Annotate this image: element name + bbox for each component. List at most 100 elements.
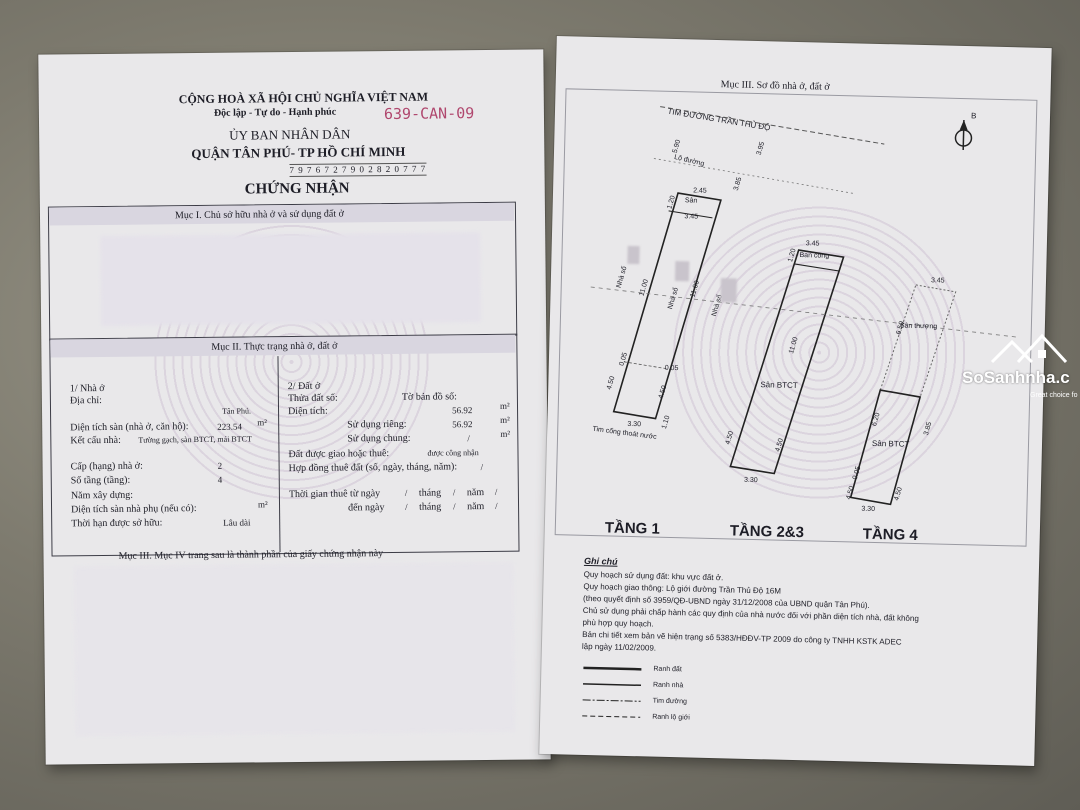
house-number-redacted-3	[720, 278, 737, 303]
shared-use-value: /	[467, 433, 470, 444]
note-line-5: phù hợp quy hoạch.	[582, 617, 654, 629]
dim-bottom-width2: 3.30	[743, 476, 758, 485]
lease-to-year-label: năm	[466, 501, 485, 513]
lease-from-year-slash: /	[494, 486, 498, 497]
house-number-redacted	[627, 245, 640, 265]
lease-time-label: Thời gian thuê từ ngày	[288, 488, 381, 501]
grade-label: Cấp (hạng) nhà ở:	[70, 460, 143, 473]
dim-top-width: 2.45	[693, 187, 707, 195]
floor-area-value: 223.54	[217, 421, 243, 432]
note-line-7: lập ngày 11/02/2009.	[581, 641, 657, 653]
national-title: CỘNG HOÀ XÃ HỘI CHỦ NGHĨA VIỆT NAM	[178, 89, 429, 107]
dim-top-width2: 3.45	[684, 213, 699, 221]
north-arrow-icon	[954, 120, 973, 151]
legend-setback: Ranh lộ giới	[652, 713, 690, 722]
floor23-outline	[729, 249, 845, 475]
notes-title: Ghi chú	[583, 555, 618, 567]
dim-top-width3: 3.45	[805, 240, 820, 248]
allocated-label: Đất được giao hoặc thuê:	[288, 448, 390, 461]
shared-use-label: Sử dụng chung:	[347, 432, 411, 445]
land-area-value: 56.92	[451, 405, 473, 416]
lease-to-year-slash: /	[494, 500, 498, 511]
lease-from-year-label: năm	[466, 487, 485, 499]
land-area-unit: m²	[499, 400, 510, 411]
house-logo-icon	[990, 333, 1068, 364]
lease-contract-label: Hợp đồng thuê đất (số, ngày, tháng, năm)…	[288, 461, 458, 475]
floor-label-2-3: TẦNG 2&3	[729, 522, 805, 542]
structure-label: Kết cấu nhà:	[70, 434, 121, 447]
house-number-redacted-2	[674, 261, 690, 282]
grade-value: 2	[217, 460, 223, 471]
legend-lines	[582, 666, 642, 718]
address-value: Tân Phú.	[221, 406, 251, 416]
private-use-value: 56.92	[452, 419, 473, 430]
label-ban-cong: Ban công	[799, 252, 830, 260]
map-sheet-label: Tờ bản đồ số:	[401, 391, 457, 403]
ownership-label: Thời hạn được sở hữu:	[71, 517, 163, 530]
serial-number: 7 9 7 6 7 2 7 9 0 2 8 2 0 7 7 7	[289, 162, 427, 178]
floors-label: Số tầng (tầng):	[70, 474, 131, 487]
motto: Độc lập - Tự do - Hạnh phúc	[213, 106, 337, 119]
floor1-outline	[612, 192, 722, 420]
lease-to-day-slash: /	[404, 501, 408, 512]
dim-top-width4: 3.45	[930, 277, 945, 285]
floor23-balcony	[793, 249, 845, 272]
note-line-1: Quy hoạch sử dụng đất: khu vực đất ở.	[583, 569, 724, 583]
floor1-yard-line	[668, 210, 713, 219]
floor-label-4: TẦNG 4	[862, 525, 918, 545]
road-line	[660, 106, 885, 145]
floor-area-label: Diện tích sàn (nhà ở, căn hộ):	[70, 421, 189, 434]
floor1-rear-line	[623, 361, 668, 370]
legend-land-boundary: Ranh đất	[653, 665, 682, 674]
floor4-outline	[849, 389, 922, 506]
aux-area-unit: m²	[257, 499, 268, 510]
floor-area-unit: m²	[257, 417, 267, 428]
sidewalk-line	[653, 158, 854, 194]
certificate-left-page: CỘNG HOÀ XÃ HỘI CHỦ NGHĨA VIỆT NAM Độc l…	[38, 49, 551, 765]
label-san-btct: Sân BTCT	[760, 380, 798, 391]
watermark-brand: SoSanhnha.c	[962, 368, 1070, 387]
address-label: Địa chỉ:	[69, 395, 102, 407]
land-area-label: Diện tích:	[287, 405, 328, 418]
lease-to-month-slash: /	[452, 501, 456, 512]
ownership-value: Lâu dài	[223, 517, 251, 528]
lease-from-day-slash: /	[404, 487, 408, 498]
land-heading: 2/ Đất ở	[287, 380, 321, 393]
section1-title: Mục I. Chủ sở hữu nhà ở và sử dụng đất ở	[174, 208, 344, 222]
handwritten-code: 639-CAN-09	[383, 104, 475, 124]
floor-label-1: TẦNG 1	[604, 519, 661, 538]
label-san-btct-4: Sân BTCT	[871, 438, 910, 449]
sosanhnha-watermark: SoSanhnha.c Great choice fo	[962, 332, 1080, 412]
private-use-label: Sử dụng riêng:	[347, 418, 407, 431]
lease-from-month-slash: /	[452, 487, 456, 498]
allocated-value: được công nhận	[427, 448, 479, 458]
lease-to-label: đến ngày	[348, 502, 385, 514]
certificate-right-page: Mục III. Sơ đồ nhà ở, đất ở B TIM ĐƯỜNG …	[539, 36, 1052, 766]
section2-title: Mục II. Thực trạng nhà ở, đất ở	[211, 340, 338, 353]
private-use-unit: m²	[500, 414, 510, 425]
committee-line2: QUẬN TÂN PHÚ- TP HỒ CHÍ MINH	[191, 143, 406, 162]
lease-to-month-label: tháng	[418, 501, 442, 513]
owner-redacted	[100, 232, 482, 327]
structure-value: Tường gạch, sàn BTCT, mái BTCT	[138, 434, 252, 445]
year-label: Năm xây dựng:	[70, 489, 134, 502]
label-san: Sân	[684, 197, 698, 205]
dim-bottom-width: 3.30	[627, 420, 642, 429]
setback-line	[590, 286, 1020, 338]
lease-from-month-label: tháng	[418, 487, 442, 499]
dim-gap-2: 0.05	[664, 364, 679, 373]
lease-contract-value: /	[480, 462, 484, 473]
floor-plans	[590, 106, 1020, 506]
floor4-terrace	[879, 284, 957, 398]
floors-value: 4	[217, 474, 223, 485]
house-heading: 1/ Nhà ở	[69, 382, 105, 395]
parcel-label: Thửa đất số:	[287, 392, 338, 405]
footer-note: Mục III. Mục IV trang sau là thành phần …	[118, 548, 384, 562]
shared-use-unit: m²	[500, 428, 511, 439]
dim-bottom-width3: 3.30	[861, 505, 876, 513]
certificate-title: CHỨNG NHẬN	[244, 180, 350, 198]
aux-area-label: Diện tích sàn nhà phụ (nếu có):	[71, 503, 197, 516]
legend-house-boundary: Ranh nhà	[652, 681, 684, 690]
lower-redacted-area	[73, 561, 516, 737]
